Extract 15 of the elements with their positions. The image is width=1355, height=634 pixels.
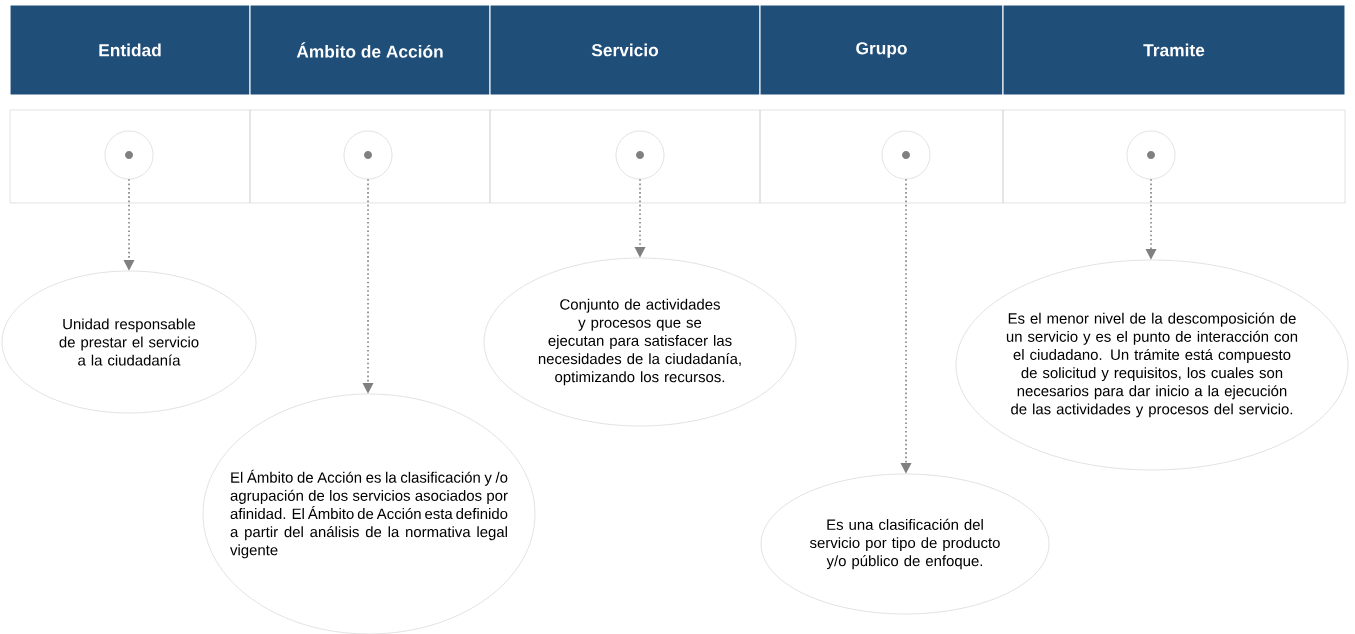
target-circle — [104, 130, 154, 180]
ellipse-callout: Es el menor nivel de la descomposición de un servicio y es el punto de interacción con el ciudadano. Un trámite está compuesto de solicitud y requisitos, los cuales son necesarios para dar inicio a la ejecución de las actividades y procesos del servicio. — [955, 259, 1349, 471]
target-circle — [343, 130, 393, 180]
target-circle — [881, 130, 931, 180]
ellipse-callout: El Ámbito de Acción es la clasificación y /o agrupación de los servicios asociados por afinidad. El Ámbito de Acción esta definido a partir del análisis de la normativa legal vigente — [202, 393, 536, 634]
header-box: Grupo — [759, 4, 1004, 96]
target-circle — [1126, 130, 1176, 180]
header-box: Entidad — [9, 4, 251, 96]
header-box: Tramite — [1002, 4, 1346, 96]
header-box: Servicio — [489, 4, 761, 96]
header-box: Ámbito de Acción — [249, 4, 491, 96]
ellipse-callout: Conjunto de actividades y procesos que se ejecutan para satisfacer las necesidades de la ciudadanía, optimizando los recursos. — [483, 257, 797, 427]
target-circle — [615, 130, 665, 180]
ellipse-callout: Unidad responsable de prestar el servicio a la ciudadanía — [1, 270, 257, 414]
ellipse-callout: Es una clasificación del servicio por tipo de producto y/o público de enfoque. — [760, 473, 1050, 615]
